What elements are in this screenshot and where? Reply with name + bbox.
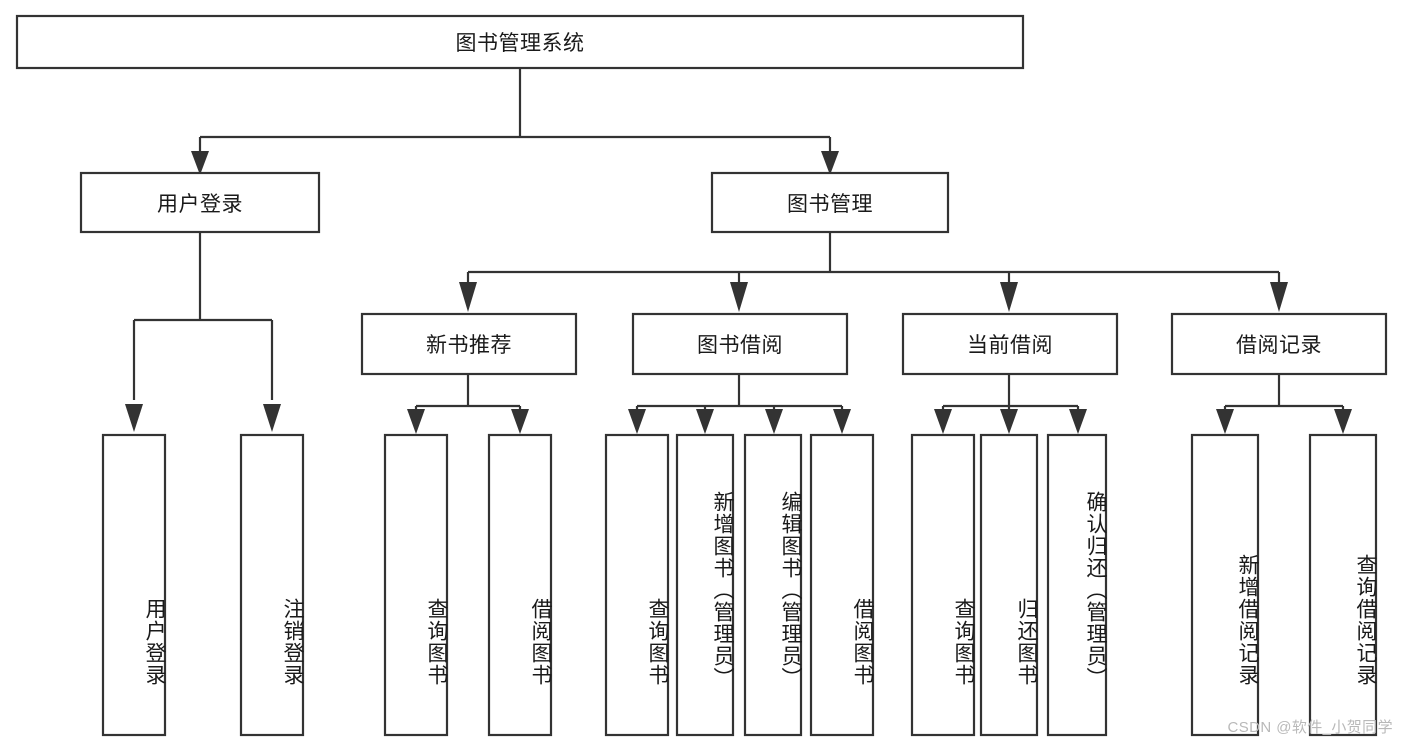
node-box-leaf-user-login[interactable] (101, 433, 167, 737)
arrow-head-icon (125, 404, 143, 432)
node-box-leaf-query-book-2[interactable] (604, 433, 670, 737)
arrow-head-icon (191, 151, 209, 175)
arrow-head-icon (1000, 282, 1018, 312)
arrow-head-icon (696, 409, 714, 434)
arrow-head-icon (833, 409, 851, 434)
node-box-new-book-rec[interactable] (360, 312, 578, 376)
arrow-head-icon (1069, 409, 1087, 434)
arrow-head-icon (1334, 409, 1352, 434)
node-box-leaf-logout[interactable] (239, 433, 305, 737)
arrow-head-icon (263, 404, 281, 432)
arrow-head-icon (1270, 282, 1288, 312)
arrow-head-icon (459, 282, 477, 312)
node-box-leaf-query-record[interactable] (1308, 433, 1378, 737)
arrow-head-icon (821, 151, 839, 175)
node-box-book-manage[interactable] (710, 171, 950, 234)
connector-bookmanage-to-level3 (459, 233, 1288, 312)
node-box-leaf-add-book[interactable] (675, 433, 735, 737)
arrow-head-icon (407, 409, 425, 434)
arrow-head-icon (1000, 409, 1018, 434)
connector-newbook-to-leaves (407, 375, 529, 434)
node-box-leaf-query-book-3[interactable] (910, 433, 976, 737)
arrow-head-icon (1216, 409, 1234, 434)
arrow-head-icon (730, 282, 748, 312)
connector-root-to-level2 (191, 69, 839, 175)
arrow-head-icon (934, 409, 952, 434)
arrow-head-icon (765, 409, 783, 434)
node-box-leaf-return-book[interactable] (979, 433, 1039, 737)
node-box-leaf-borrow-book-2[interactable] (809, 433, 875, 737)
node-box-leaf-borrow-book-1[interactable] (487, 433, 553, 737)
node-box-current-borrow[interactable] (901, 312, 1119, 376)
node-box-leaf-query-book-1[interactable] (383, 433, 449, 737)
connector-currentborrow-to-leaves (934, 375, 1087, 434)
node-box-borrow-record[interactable] (1170, 312, 1388, 376)
connector-userlogin-to-leaves (125, 233, 281, 432)
node-box-leaf-add-record[interactable] (1190, 433, 1260, 737)
node-box-user-login[interactable] (79, 171, 321, 234)
node-box-leaf-edit-book[interactable] (743, 433, 803, 737)
node-box-root[interactable] (15, 14, 1025, 70)
node-box-book-borrow[interactable] (631, 312, 849, 376)
connector-borrowrecord-to-leaves (1216, 375, 1352, 434)
node-box-leaf-confirm-return[interactable] (1046, 433, 1108, 737)
csdn-watermark: CSDN @软件_小贺同学 (1227, 719, 1393, 736)
arrow-head-icon (628, 409, 646, 434)
connector-bookborrow-to-leaves (628, 375, 851, 434)
arrow-head-icon (511, 409, 529, 434)
